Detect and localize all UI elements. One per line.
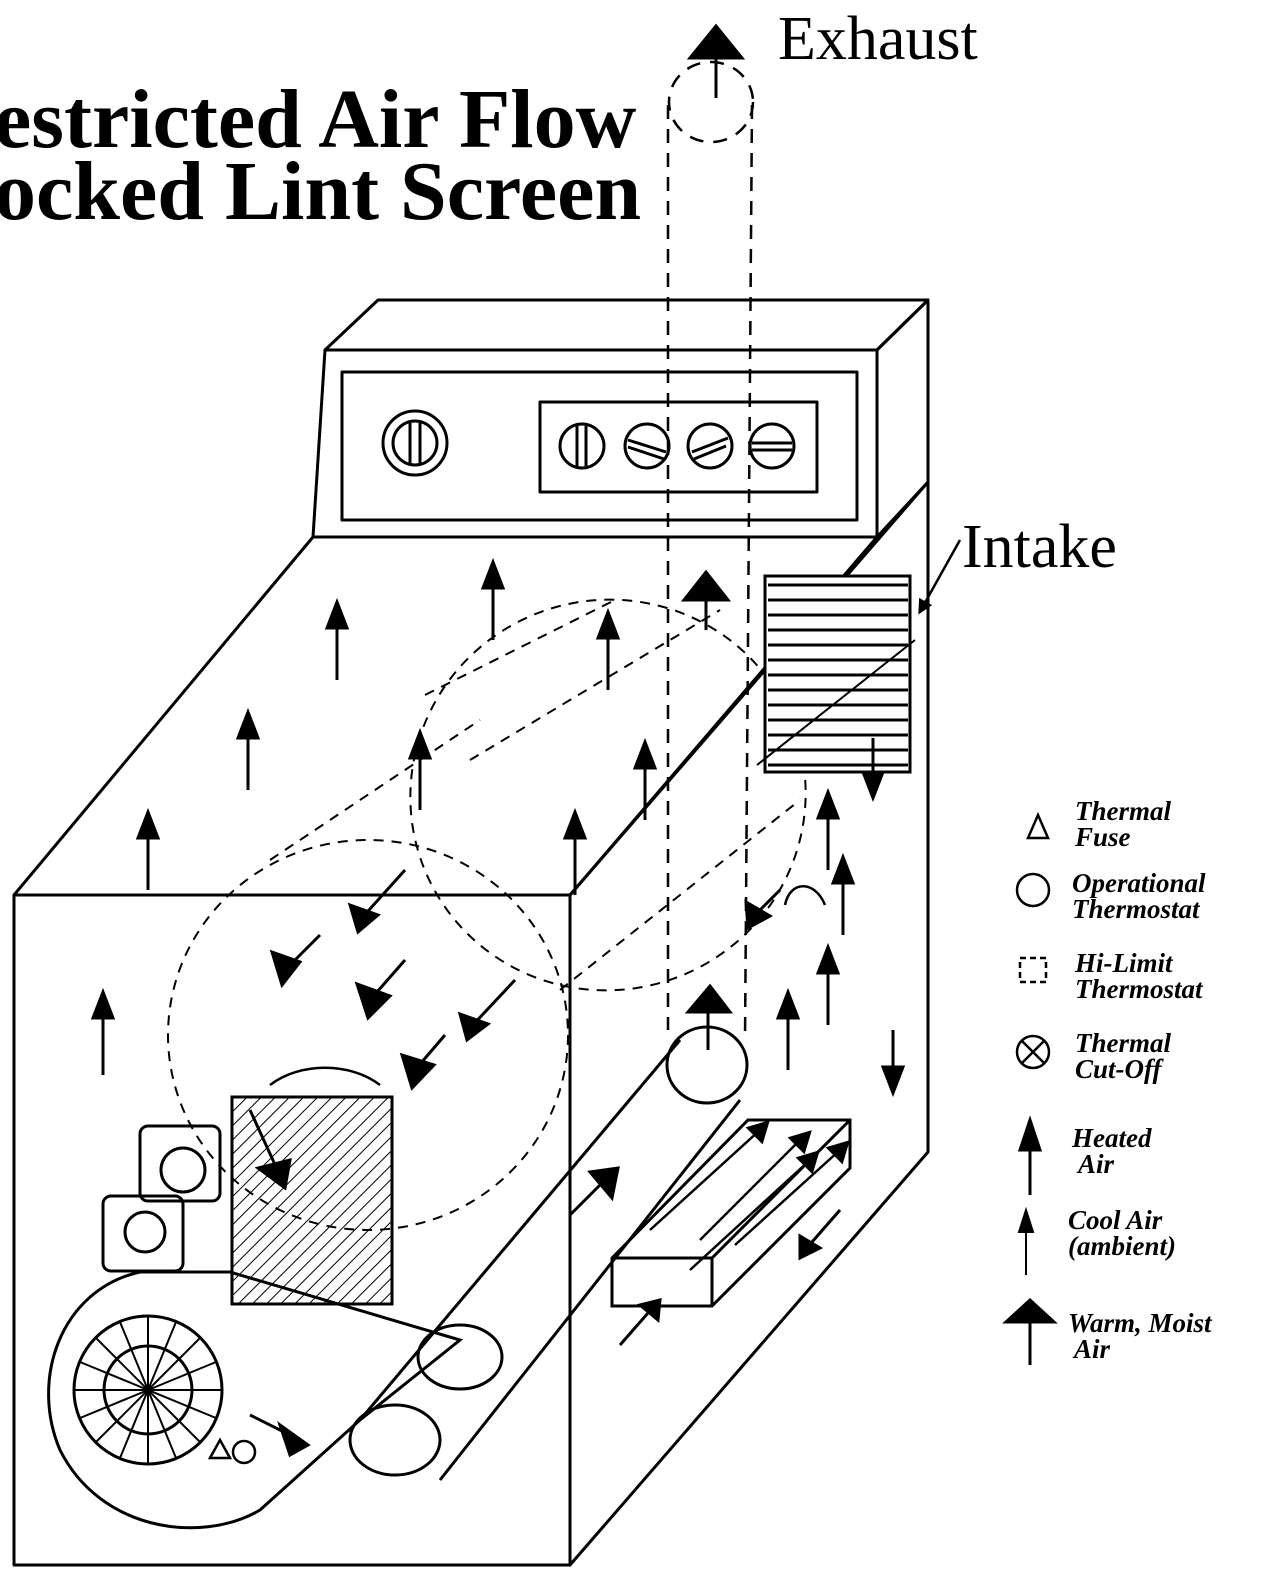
cool-air-arrow-down	[860, 738, 886, 803]
cool-air-arrow	[562, 807, 588, 895]
legend-warm-moist-air-label-1: Warm, Moist	[1068, 1308, 1212, 1338]
cool-air-arrow-down	[880, 1030, 906, 1098]
cool-air-arrow	[815, 787, 841, 870]
button-knob-icon	[686, 422, 734, 470]
thin-arrow-icon	[1017, 1206, 1035, 1275]
legend-heated-air-label-2: Air	[1078, 1149, 1115, 1179]
bold-arrow-icon	[1017, 1115, 1043, 1195]
heated-air-arrow	[568, 1166, 620, 1217]
cool-air-arrow	[815, 942, 841, 1025]
cool-air-arrow	[90, 987, 116, 1075]
warm-moist-air-arrow	[684, 983, 734, 1050]
exhaust-label: Exhaust	[778, 5, 978, 73]
legend-heated-air-label-1: Heated	[1072, 1123, 1152, 1153]
exhaust-duct-opening	[667, 60, 755, 144]
control-panel	[340, 370, 859, 522]
legend-cool-air-label-1: Cool Air	[1068, 1205, 1163, 1235]
warm-moist-air-arrow	[680, 569, 732, 630]
legend-hi-limit-thermostat-label-1: Hi-Limit	[1075, 948, 1173, 978]
legend-cool-air-label-2: (ambient)	[1068, 1231, 1176, 1261]
cool-air-arrow	[324, 597, 350, 680]
cabinet-front	[12, 893, 572, 1567]
motor-housing	[101, 1194, 185, 1273]
heated-air-arrow	[457, 978, 517, 1043]
cool-air-arrow	[595, 607, 621, 690]
cabinet-side	[568, 480, 930, 1567]
heated-air-arrow	[347, 868, 407, 935]
cool-air-arrow	[830, 852, 856, 935]
wide-arrowhead-icon	[1002, 1297, 1058, 1365]
heated-air-arrow	[618, 1298, 662, 1346]
heater-element-box	[610, 1118, 852, 1308]
legend-operational-thermostat-label-2: Thermostat	[1072, 894, 1200, 924]
diagram-title-line-1: estricted Air Flow	[0, 73, 637, 166]
thermal-fuse-icon	[207, 1437, 233, 1460]
heated-air-arrow	[744, 888, 782, 931]
cool-air-arrow	[480, 557, 506, 640]
button-panel	[538, 400, 819, 494]
heated-air-arrow	[248, 1109, 292, 1191]
circle-icon	[1015, 872, 1051, 908]
legend-thermal-fuse-label-2: Fuse	[1075, 822, 1131, 852]
heated-air-arrow	[269, 933, 322, 989]
heated-air-arrow	[399, 1034, 447, 1091]
cool-air-arrow	[135, 807, 161, 890]
cool-air-arrow	[407, 727, 433, 810]
cool-air-arrow	[235, 707, 261, 790]
intake-label: Intake	[962, 513, 1117, 581]
legend-thermal-cutoff-label-2: Cut-Off	[1075, 1054, 1162, 1084]
blower-outlet	[348, 1403, 442, 1477]
legend-warm-moist-air-label-2: Air	[1074, 1334, 1111, 1364]
heated-air-arrow	[249, 1413, 311, 1458]
exhaust-arrow-icon	[686, 23, 746, 98]
cool-air-arrow	[632, 737, 658, 820]
intake-grille	[756, 574, 916, 774]
cool-air-arrow	[775, 987, 801, 1070]
legend-hi-limit-thermostat-label-2: Thermostat	[1075, 974, 1203, 1004]
operational-thermostat-icon	[231, 1439, 257, 1465]
heated-air-arrow	[354, 959, 407, 1021]
legend-thermal-fuse-label-1: Thermal	[1075, 796, 1172, 826]
legend-thermal-cutoff-label-1: Thermal	[1075, 1028, 1172, 1058]
intake-pointer	[918, 539, 962, 615]
diagram-title-line-2: ocked Lint Screen	[0, 145, 642, 238]
circle-x-icon	[1015, 1034, 1051, 1070]
legend-operational-thermostat-label-1: Operational	[1072, 868, 1206, 898]
button-knob-icon	[558, 422, 606, 470]
dashed-rectangle-icon	[1018, 956, 1048, 984]
triangle-icon	[1026, 811, 1050, 840]
heated-air-arrow	[798, 1209, 842, 1261]
timer-knob-icon	[381, 409, 449, 477]
blower-housing	[47, 1270, 464, 1530]
